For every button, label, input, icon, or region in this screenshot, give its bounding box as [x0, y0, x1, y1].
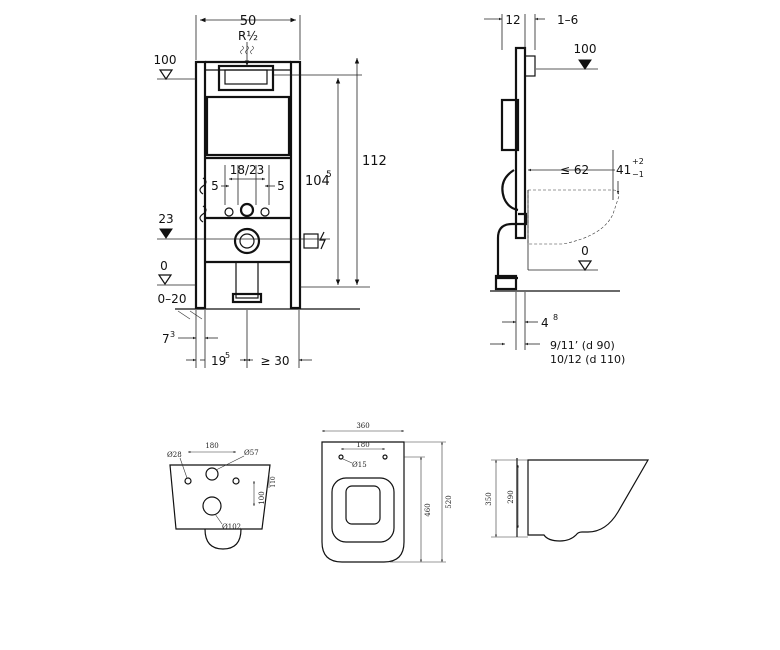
- side-level-100-marker: [578, 59, 592, 70]
- dim-4-label: 4: [541, 316, 549, 330]
- thread-label: R½: [238, 29, 258, 43]
- bolt-right: [260, 207, 270, 217]
- side-bowl-outline: [527, 189, 620, 245]
- dim-19-sup: 5: [225, 351, 230, 360]
- top-width-label: 360: [356, 422, 369, 430]
- top-bowl-opening: [345, 485, 381, 525]
- rear-bowl-outline: [169, 464, 271, 530]
- level-23-marker: [159, 228, 173, 239]
- top-bolt-right: [382, 454, 388, 460]
- dim-12-label: 12: [505, 13, 520, 27]
- side-bowl-outline-shape: [527, 459, 650, 542]
- drain-outlet: [233, 227, 261, 255]
- dim-41-minus: −1: [632, 170, 644, 179]
- rear-bolt-left: [184, 477, 192, 485]
- bowl-rear-view: 180 Ø28 Ø57 Ø102 100 110: [167, 442, 277, 550]
- dim-7-label: 7: [162, 332, 170, 346]
- side-level-0-label: 0: [581, 244, 589, 258]
- outlet-d90-label: 9/11’ (d 90): [550, 339, 615, 352]
- dim-41-plus: +2: [632, 157, 644, 166]
- rear-inlet-hole: [205, 467, 219, 481]
- side-height-outer-label: 350: [485, 492, 493, 505]
- level-23-label: 23: [158, 212, 173, 226]
- electric-icon: [319, 231, 326, 250]
- side-cistern: [500, 98, 520, 152]
- top-hole-d15-label: Ø15: [352, 461, 367, 469]
- height-104-sup: 5: [326, 170, 332, 180]
- electric-socket: [303, 233, 319, 249]
- flush-plate: [217, 64, 275, 92]
- water-inlet: [239, 202, 255, 218]
- rear-hole-d28-label: Ø28: [167, 451, 182, 459]
- rear-bolt-spacing-label: 180: [205, 442, 218, 450]
- height-112-label: 112: [362, 154, 387, 169]
- side-drain-pipe: [496, 212, 528, 280]
- cistern: [205, 95, 291, 157]
- top-bolt-spacing-label: 180: [356, 441, 369, 449]
- top-bowl-outline: [321, 441, 405, 563]
- side-level-100-label: 100: [574, 42, 597, 56]
- rear-dim-110-label: 110: [270, 476, 277, 488]
- dim-4-sup: 8: [553, 313, 558, 322]
- top-bowl-rim: [331, 477, 395, 543]
- dim-7-sup: 3: [170, 330, 175, 339]
- width-50-label: 50: [240, 14, 257, 29]
- rear-dim-100-label: 100: [258, 491, 266, 504]
- top-bolt-left: [338, 454, 344, 460]
- rear-outlet-hole: [202, 496, 222, 516]
- outlet-d110-label: 10/12 (d 110): [550, 353, 625, 366]
- dim-ge30-label: ≥ 30: [260, 354, 289, 368]
- dim-18-23-label: 18/23: [230, 163, 265, 177]
- dim-5-left-label: 5: [211, 179, 219, 193]
- dim-1-6-label: 1–6: [557, 13, 578, 27]
- side-frame-profile: [514, 46, 527, 240]
- level-0-marker: [157, 274, 173, 286]
- height-104-label: 104: [305, 174, 330, 189]
- side-flush-pipe: [501, 169, 519, 212]
- level-100-marker: [158, 69, 174, 81]
- frame-side-view: 12 1–6 100 ≤ 62 41 +2 −1 0 4 8 9/11’ (d …: [484, 13, 644, 366]
- dim-41-label: 41: [616, 163, 631, 177]
- frame-right-upright: [289, 60, 302, 310]
- top-length-outer-label: 520: [445, 495, 453, 508]
- dim-le62-label: ≤ 62: [560, 163, 589, 177]
- rear-bolt-right: [232, 477, 240, 485]
- rear-hole-d57-label: Ø57: [244, 449, 259, 457]
- top-length-inner-label: 460: [424, 503, 432, 516]
- rear-hole-d102-label: Ø102: [222, 523, 241, 531]
- level-100-label: 100: [154, 53, 177, 67]
- bolt-left: [224, 207, 234, 217]
- range-0-20-label: 0–20: [158, 292, 187, 306]
- bowl-side-view: 350 290: [485, 458, 650, 542]
- side-height-inner-label: 290: [507, 490, 515, 503]
- level-0-label: 0: [160, 259, 168, 273]
- dim-5-right-label: 5: [277, 179, 285, 193]
- drain-pipe: [235, 261, 259, 299]
- side-level-0-marker: [577, 260, 593, 272]
- frame-front-view: 50 R½ 100 18/23 5 5 23 0 0–20 112 1: [154, 14, 387, 368]
- bowl-top-view: 360 180 Ø15 460 520: [321, 422, 453, 563]
- dim-19-label: 19: [211, 354, 226, 368]
